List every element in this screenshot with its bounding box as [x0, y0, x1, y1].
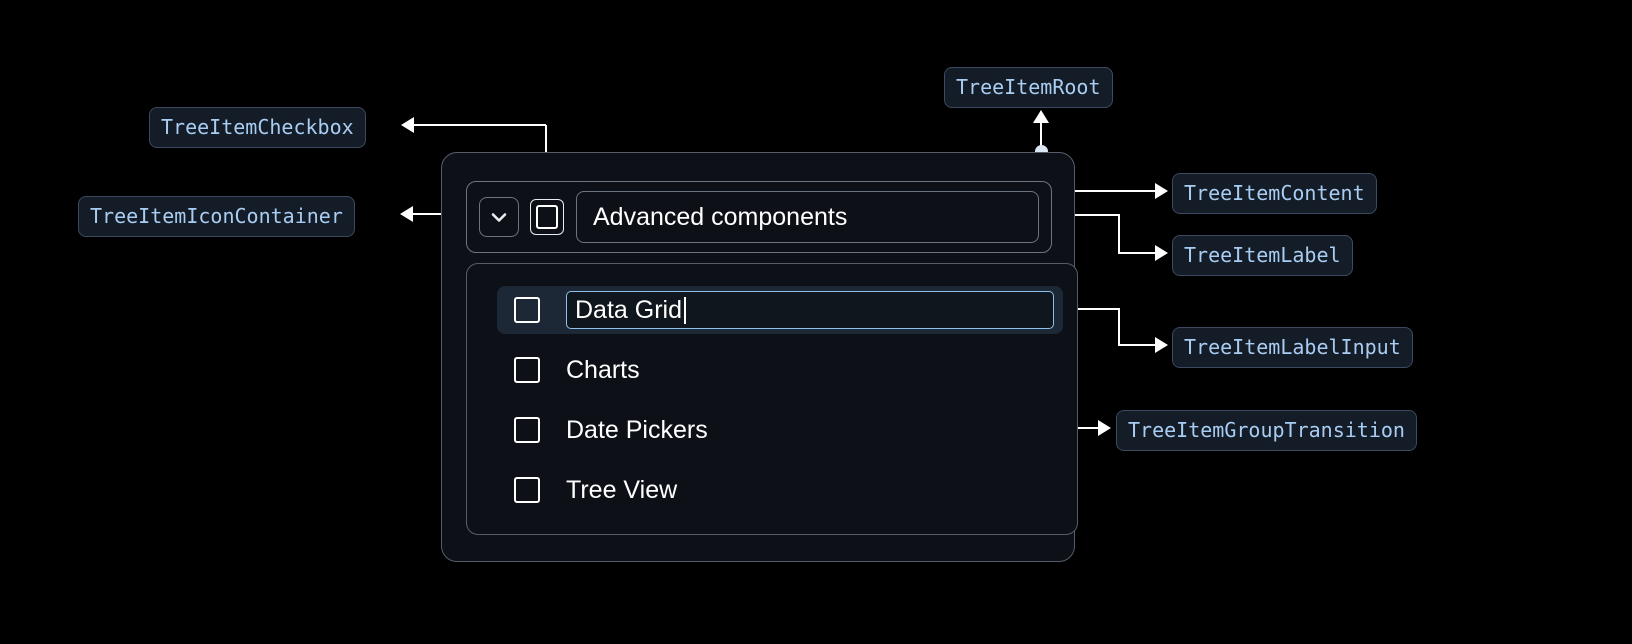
tree-item-checkbox[interactable] [530, 199, 564, 235]
annotation-chip-tree-item-content: TreeItemContent [1172, 173, 1377, 214]
tree-item-icon-container[interactable] [479, 197, 519, 237]
tree-item-row[interactable]: Data Grid [497, 286, 1063, 334]
tree-item-label-text: Advanced components [593, 202, 848, 231]
tree-item-checkbox[interactable] [514, 297, 540, 323]
connector-arrowhead-tree-item-icon-container [400, 206, 413, 222]
connector-arrowhead-tree-item-label-input [1155, 337, 1168, 353]
connector-arrowhead-tree-item-label [1155, 245, 1168, 261]
connector-arrowhead-tree-item-root [1033, 110, 1049, 123]
tree-item-checkbox[interactable] [514, 417, 540, 443]
tree-item-group-transition: Data Grid Charts Date Pickers Tree View [466, 263, 1078, 535]
tree-item-label-input-value: Data Grid [575, 295, 682, 324]
connector-hline-tree-item-checkbox [414, 124, 546, 126]
tree-item-label[interactable]: Advanced components [576, 191, 1039, 243]
connector-arrowhead-tree-item-content [1155, 183, 1168, 199]
annotation-chip-tree-item-label-input: TreeItemLabelInput [1172, 327, 1413, 368]
annotation-label-tree-item-icon-container: TreeItemIconContainer [90, 204, 343, 228]
tree-item-content[interactable]: Advanced components [466, 181, 1052, 253]
tree-item-label-input[interactable]: Data Grid [566, 291, 1054, 329]
annotation-chip-tree-item-checkbox: TreeItemCheckbox [149, 107, 366, 148]
connector-hline-a-tree-item-label-input [1042, 308, 1120, 310]
connector-vline-tree-item-label [1118, 214, 1120, 254]
connector-hline-b-tree-item-label [1118, 252, 1157, 254]
tree-item-checkbox[interactable] [514, 477, 540, 503]
annotation-chip-tree-item-label: TreeItemLabel [1172, 235, 1353, 276]
checkbox-box-icon [536, 205, 558, 229]
connector-hline-tree-item-content [1053, 190, 1157, 192]
tree-item-row[interactable]: Tree View [497, 466, 677, 514]
tree-item-label: Tree View [566, 475, 678, 504]
annotation-label-tree-item-label: TreeItemLabel [1184, 243, 1341, 267]
annotation-label-tree-item-content: TreeItemContent [1184, 181, 1365, 205]
tree-item-root[interactable]: Advanced components Data Grid Charts Dat… [441, 152, 1078, 562]
annotation-label-tree-item-group-transition: TreeItemGroupTransition [1128, 418, 1405, 442]
connector-hline-a-tree-item-label [1042, 214, 1120, 216]
tree-item-checkbox[interactable] [514, 357, 540, 383]
annotation-chip-tree-item-icon-container: TreeItemIconContainer [78, 196, 355, 237]
connector-hline-b-tree-item-label-input [1118, 344, 1157, 346]
tree-item-row[interactable]: Charts [497, 346, 640, 394]
annotation-label-tree-item-label-input: TreeItemLabelInput [1184, 335, 1401, 359]
annotation-label-tree-item-checkbox: TreeItemCheckbox [161, 115, 354, 139]
connector-line-tree-item-root [1040, 118, 1042, 154]
text-caret [683, 296, 686, 324]
annotation-chip-tree-item-group-transition: TreeItemGroupTransition [1116, 410, 1417, 451]
connector-arrowhead-tree-item-checkbox [401, 117, 414, 133]
connector-vline-tree-item-label-input [1118, 308, 1120, 346]
chevron-down-icon [491, 213, 507, 222]
tree-item-label: Charts [566, 355, 640, 384]
annotation-chip-tree-item-root: TreeItemRoot [944, 67, 1113, 108]
tree-item-row[interactable]: Date Pickers [497, 406, 708, 454]
connector-arrowhead-tree-item-group-transition [1098, 420, 1111, 436]
annotation-label-tree-item-root: TreeItemRoot [956, 75, 1101, 99]
tree-item-label: Date Pickers [566, 415, 708, 444]
